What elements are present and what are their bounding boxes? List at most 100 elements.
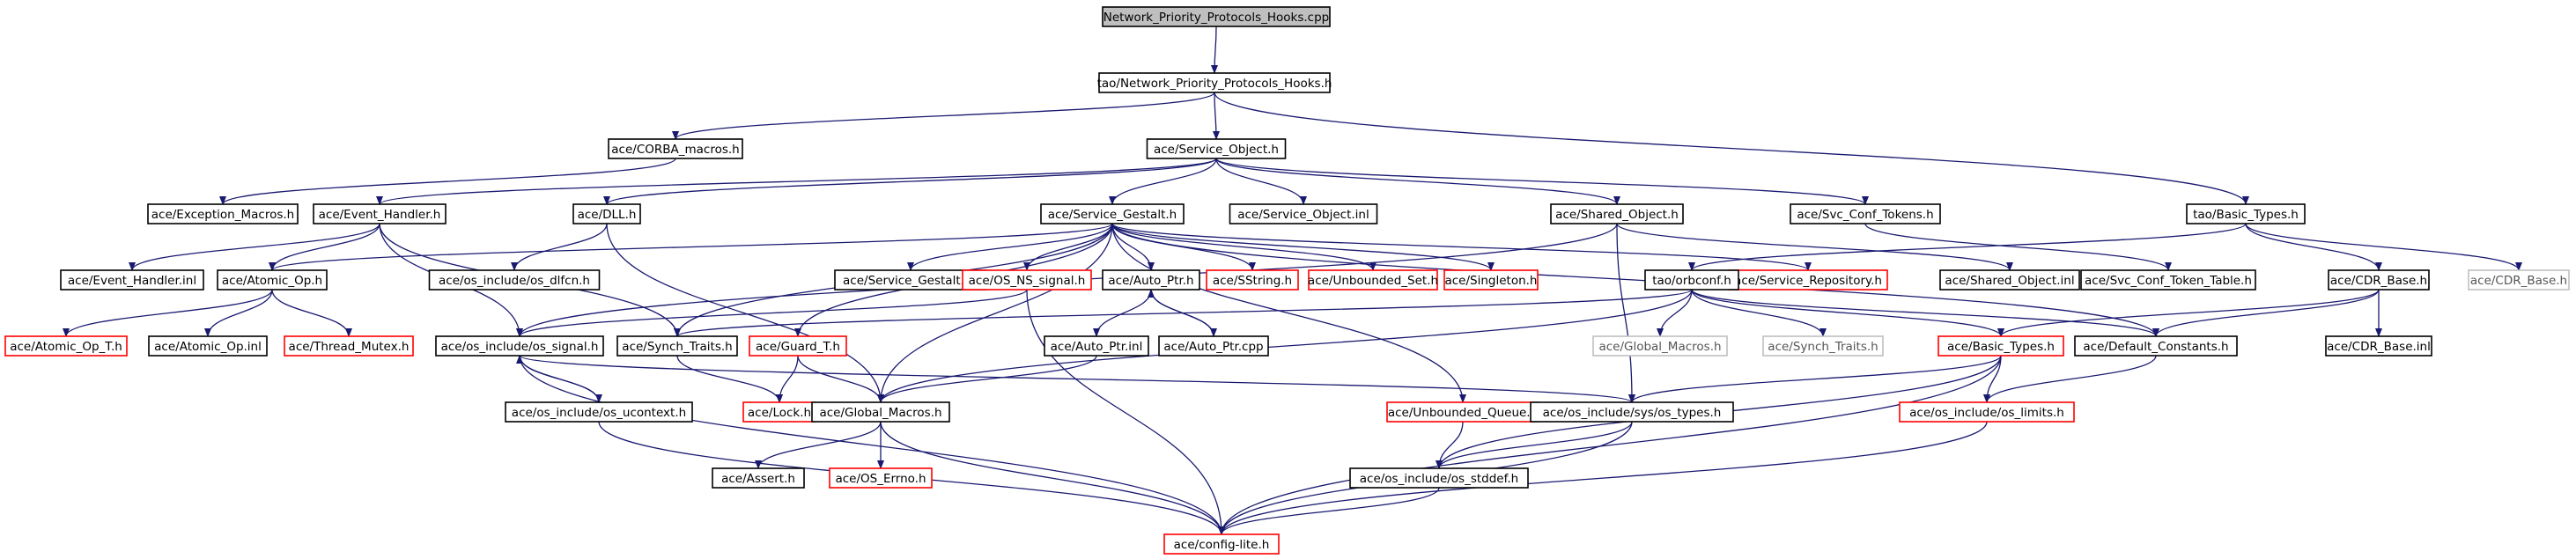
node-service-object-inl[interactable]: ace/Service_Object.inl bbox=[1229, 203, 1378, 224]
edge-service-object-to-event-handler bbox=[376, 158, 1217, 205]
node-orbconf[interactable]: tao/orbconf.h bbox=[1644, 269, 1739, 291]
node-os-types[interactable]: ace/os_include/sys/os_types.h bbox=[1530, 401, 1734, 423]
node-shared-object[interactable]: ace/Shared_Object.h bbox=[1550, 203, 1684, 224]
node-config-lite[interactable]: ace/config-lite.h bbox=[1163, 533, 1280, 555]
node-svc-conf-token-table[interactable]: ace/Svc_Conf_Token_Table.h bbox=[2080, 269, 2256, 291]
edge-atomic-op-to-atomic-op-t bbox=[63, 289, 273, 337]
edge-os-stddef-to-config-lite bbox=[1218, 487, 1440, 535]
node-box bbox=[811, 401, 950, 423]
node-box bbox=[616, 335, 738, 357]
edge-svc-conf-tokens-to-svc-conf-token-table bbox=[1864, 223, 2172, 271]
node-synch-traits-gray[interactable]: ace/Synch_Traits.h bbox=[1762, 335, 1884, 357]
edge-os-signal-to-os-types bbox=[519, 355, 1635, 403]
node-synch-traits[interactable]: ace/Synch_Traits.h bbox=[616, 335, 738, 357]
edge-guard-t-to-lock bbox=[776, 355, 799, 403]
node-os-errno[interactable]: ace/OS_Errno.h bbox=[829, 467, 933, 489]
edge-service-gestalt-to-os-ns-signal bbox=[1023, 223, 1113, 271]
node-atomic-op[interactable]: ace/Atomic_Op.h bbox=[217, 269, 328, 291]
node-box bbox=[1102, 269, 1200, 291]
node-npph-h[interactable]: tao/Network_Priority_Protocols_Hooks.h bbox=[1097, 72, 1332, 93]
node-os-signal[interactable]: ace/os_include/os_signal.h bbox=[435, 335, 604, 357]
node-os-stddef[interactable]: ace/os_include/os_stddef.h bbox=[1349, 467, 1529, 489]
node-service-object[interactable]: ace/Service_Object.h bbox=[1146, 138, 1287, 159]
node-box bbox=[1044, 335, 1149, 357]
node-label: ace/Service_Object.h bbox=[1154, 143, 1279, 157]
node-cdr-base-gray[interactable]: ace/CDR_Base.h bbox=[2468, 269, 2570, 291]
edge-service-gestalt-to-singleton bbox=[1111, 223, 1495, 271]
edge-auto-ptr-inl-to-global-macros bbox=[877, 355, 1097, 403]
node-label: ace/Svc_Conf_Tokens.h bbox=[1797, 208, 1933, 222]
node-box bbox=[749, 335, 847, 357]
node-thread-mutex[interactable]: ace/Thread_Mutex.h bbox=[284, 335, 414, 357]
node-box bbox=[1939, 269, 2080, 291]
node-label: ace/Default_Constants.h bbox=[2083, 340, 2228, 354]
node-os-limits[interactable]: ace/os_include/os_limits.h bbox=[1899, 401, 2075, 423]
node-label: tao/Network_Priority_Protocols_Hooks.h bbox=[1097, 77, 1332, 91]
node-label: ace/OS_Errno.h bbox=[835, 472, 926, 486]
node-basic-types-ace[interactable]: ace/Basic_Types.h bbox=[1938, 335, 2064, 357]
node-os-dlfcn[interactable]: ace/os_include/os_dlfcn.h bbox=[428, 269, 601, 291]
node-label: Network_Priority_Protocols_Hooks.cpp bbox=[1103, 11, 1329, 25]
node-corba-macros[interactable]: ace/CORBA_macros.h bbox=[608, 138, 743, 159]
node-label: ace/SString.h bbox=[1213, 274, 1292, 288]
node-box bbox=[608, 138, 743, 159]
node-lock[interactable]: ace/Lock.h bbox=[742, 401, 816, 423]
node-npph-cpp[interactable]: Network_Priority_Protocols_Hooks.cpp bbox=[1102, 6, 1331, 27]
edge-service-gestalt-to-atomic-op bbox=[269, 223, 1113, 271]
node-service-gestalt[interactable]: ace/Service_Gestalt.h bbox=[1040, 203, 1185, 224]
node-dll[interactable]: ace/DLL.h bbox=[572, 203, 641, 224]
node-auto-ptr-cpp[interactable]: ace/Auto_Ptr.cpp bbox=[1158, 335, 1269, 357]
node-label: ace/Singleton.h bbox=[1444, 274, 1537, 288]
node-unbounded-queue[interactable]: ace/Unbounded_Queue.h bbox=[1386, 401, 1539, 423]
node-singleton[interactable]: ace/Singleton.h bbox=[1443, 269, 1539, 291]
node-event-handler[interactable]: ace/Event_Handler.h bbox=[313, 203, 447, 224]
node-os-ucontext[interactable]: ace/os_include/os_ucontext.h bbox=[505, 401, 693, 423]
node-box bbox=[148, 335, 268, 357]
edge-service-gestalt-to-unbounded-queue bbox=[1111, 223, 1466, 403]
node-guard-t[interactable]: ace/Guard_T.h bbox=[749, 335, 847, 357]
node-label: ace/Service_Repository.h bbox=[1734, 274, 1882, 288]
edge-basic-types-ace-to-config-lite bbox=[1218, 355, 2002, 535]
edge-event-handler-to-atomic-op bbox=[269, 223, 380, 271]
node-assert[interactable]: ace/Assert.h bbox=[712, 467, 805, 489]
edge-service-object-to-svc-conf-tokens bbox=[1215, 158, 1869, 205]
edge-basic-types-ace-to-os-types bbox=[1628, 355, 2002, 403]
node-box bbox=[1550, 203, 1684, 224]
node-atomic-op-inl[interactable]: ace/Atomic_Op.inl bbox=[148, 335, 268, 357]
node-box bbox=[1040, 203, 1185, 224]
node-label: ace/Lock.h bbox=[748, 406, 811, 420]
edge-global-macros-to-assert bbox=[755, 421, 882, 469]
node-auto-ptr[interactable]: ace/Auto_Ptr.h bbox=[1102, 269, 1200, 291]
node-cdr-base-inl[interactable]: ace/CDR_Base.inl bbox=[2325, 335, 2432, 357]
edge-basic-types-tao-to-orbconf bbox=[1688, 223, 2247, 271]
node-default-constants[interactable]: ace/Default_Constants.h bbox=[2074, 335, 2238, 357]
node-label: ace/Auto_Ptr.h bbox=[1108, 274, 1193, 288]
node-exception-macros[interactable]: ace/Exception_Macros.h bbox=[147, 203, 299, 224]
edge-guard-t-to-global-macros bbox=[797, 355, 884, 403]
node-label: ace/Atomic_Op.h bbox=[222, 274, 322, 288]
edge-orbconf-to-synch-traits-gray bbox=[1691, 289, 1827, 337]
node-event-handler-inl[interactable]: ace/Event_Handler.inl bbox=[60, 269, 204, 291]
node-label: ace/Assert.h bbox=[721, 472, 795, 486]
node-box bbox=[2080, 269, 2256, 291]
node-basic-types-tao[interactable]: tao/Basic_Types.h bbox=[2186, 203, 2306, 224]
node-auto-ptr-inl[interactable]: ace/Auto_Ptr.inl bbox=[1044, 335, 1149, 357]
edge-orbconf-to-global-macros bbox=[877, 289, 1693, 403]
node-os-ns-signal[interactable]: ace/OS_NS_signal.h bbox=[962, 269, 1092, 291]
node-global-macros-gray[interactable]: ace/Global_Macros.h bbox=[1592, 335, 1728, 357]
node-cdr-base[interactable]: ace/CDR_Base.h bbox=[2328, 269, 2430, 291]
node-sstring[interactable]: ace/SString.h bbox=[1206, 269, 1299, 291]
node-box bbox=[829, 467, 933, 489]
node-svc-conf-tokens[interactable]: ace/Svc_Conf_Tokens.h bbox=[1790, 203, 1941, 224]
edge-orbconf-to-default-constants bbox=[1691, 289, 2159, 337]
node-global-macros[interactable]: ace/Global_Macros.h bbox=[811, 401, 950, 423]
node-box bbox=[505, 401, 693, 423]
node-atomic-op-t[interactable]: ace/Atomic_Op_T.h bbox=[4, 335, 128, 357]
node-service-repository[interactable]: ace/Service_Repository.h bbox=[1728, 269, 1888, 291]
node-box bbox=[217, 269, 328, 291]
node-shared-object-inl[interactable]: ace/Shared_Object.inl bbox=[1939, 269, 2080, 291]
node-unbounded-set[interactable]: ace/Unbounded_Set.h bbox=[1308, 269, 1438, 291]
node-label: tao/Basic_Types.h bbox=[2193, 208, 2299, 222]
node-box bbox=[284, 335, 414, 357]
